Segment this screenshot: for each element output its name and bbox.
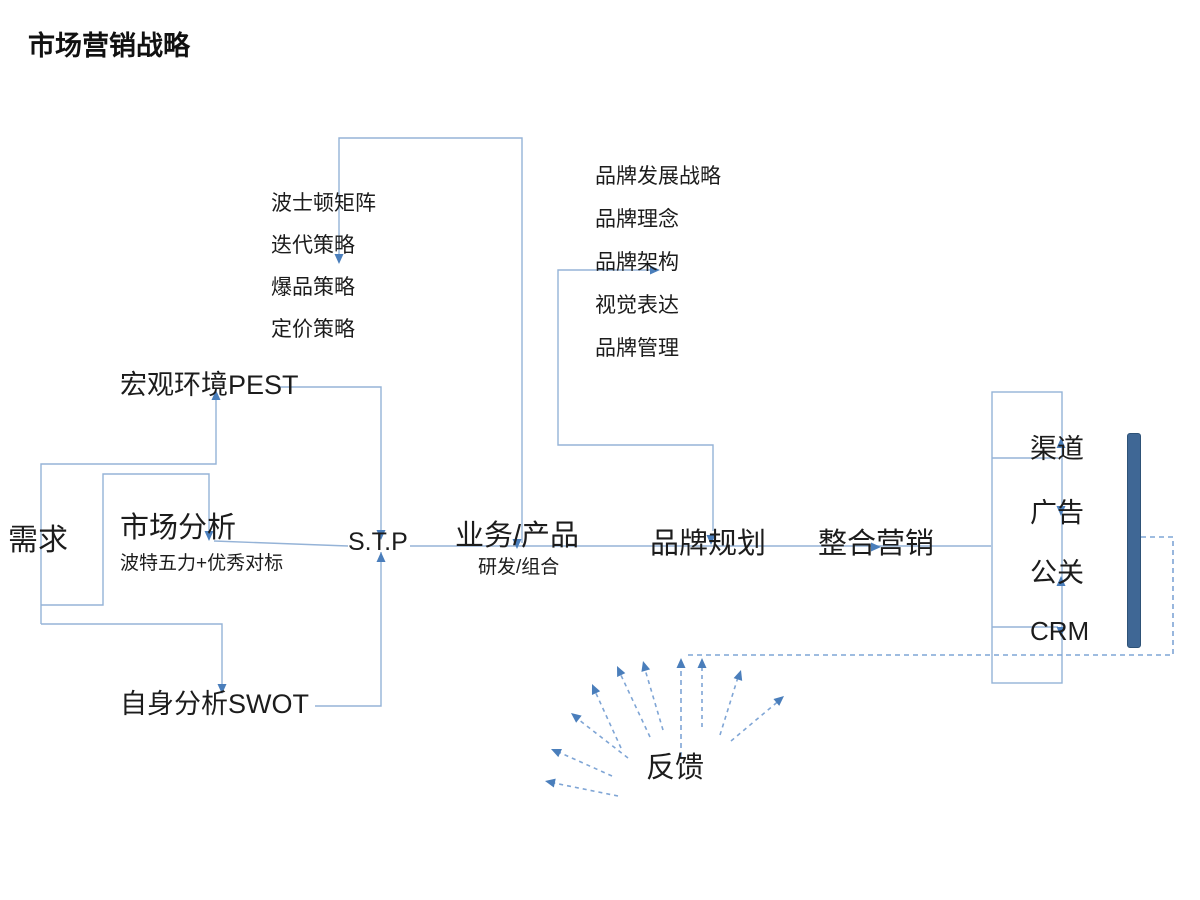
list-item: 品牌架构: [595, 251, 679, 274]
execution-bar: [1127, 433, 1141, 648]
node-stp: S.T.P: [348, 528, 408, 556]
connector-swot-stp: [315, 552, 382, 707]
list-item: 迭代策略: [271, 234, 355, 257]
execution-box: [991, 391, 1063, 684]
page-title: 市场营销战略: [28, 31, 190, 61]
node-business-product: 业务/产品: [455, 520, 580, 552]
list-item: 视觉表达: [595, 294, 679, 317]
arrowheads: [204, 254, 1066, 788]
list-item: 波士顿矩阵: [271, 192, 376, 215]
connector-demand-pest: [40, 394, 217, 624]
list-item: 品牌管理: [595, 337, 679, 360]
node-advertising: 广告: [1030, 498, 1084, 528]
list-item: 品牌理念: [595, 208, 679, 231]
node-channel: 渠道: [1030, 434, 1084, 464]
product-strategy-list: 波士顿矩阵 迭代策略 爆品策略 定价策略: [271, 193, 376, 361]
connector-demand-market: [41, 473, 210, 606]
node-crm: CRM: [1030, 616, 1090, 646]
node-market-analysis: 市场分析: [120, 512, 237, 544]
node-macro-environment-pest: 宏观环境PEST: [120, 370, 299, 400]
list-item: 定价策略: [271, 318, 355, 341]
connector-demand-swot: [41, 623, 223, 688]
feedback-loop-dashed: [684, 536, 1174, 656]
connector-brandplanning-brandlist: [557, 269, 714, 531]
node-self-analysis-swot: 自身分析SWOT: [120, 689, 309, 719]
connector-business-strategies: [338, 137, 523, 543]
brand-list: 品牌发展战略 品牌理念 品牌架构 视觉表达 品牌管理: [595, 166, 721, 381]
node-market-analysis-subtitle: 波特五力+优秀对标: [120, 553, 284, 574]
node-demand: 需求: [8, 524, 68, 557]
list-item: 品牌发展战略: [595, 165, 721, 188]
node-brand-planning: 品牌规划: [650, 528, 767, 560]
node-business-product-subtitle: 研发/组合: [478, 557, 560, 578]
node-feedback: 反馈: [646, 752, 705, 784]
node-integrated-marketing: 整合营销: [818, 528, 935, 560]
connector-pest-stp: [278, 386, 382, 531]
feedback-fan-lines: [548, 662, 782, 797]
node-public-relations: 公关: [1030, 558, 1084, 588]
connector-market-stp: [213, 540, 349, 547]
list-item: 爆品策略: [271, 276, 355, 299]
